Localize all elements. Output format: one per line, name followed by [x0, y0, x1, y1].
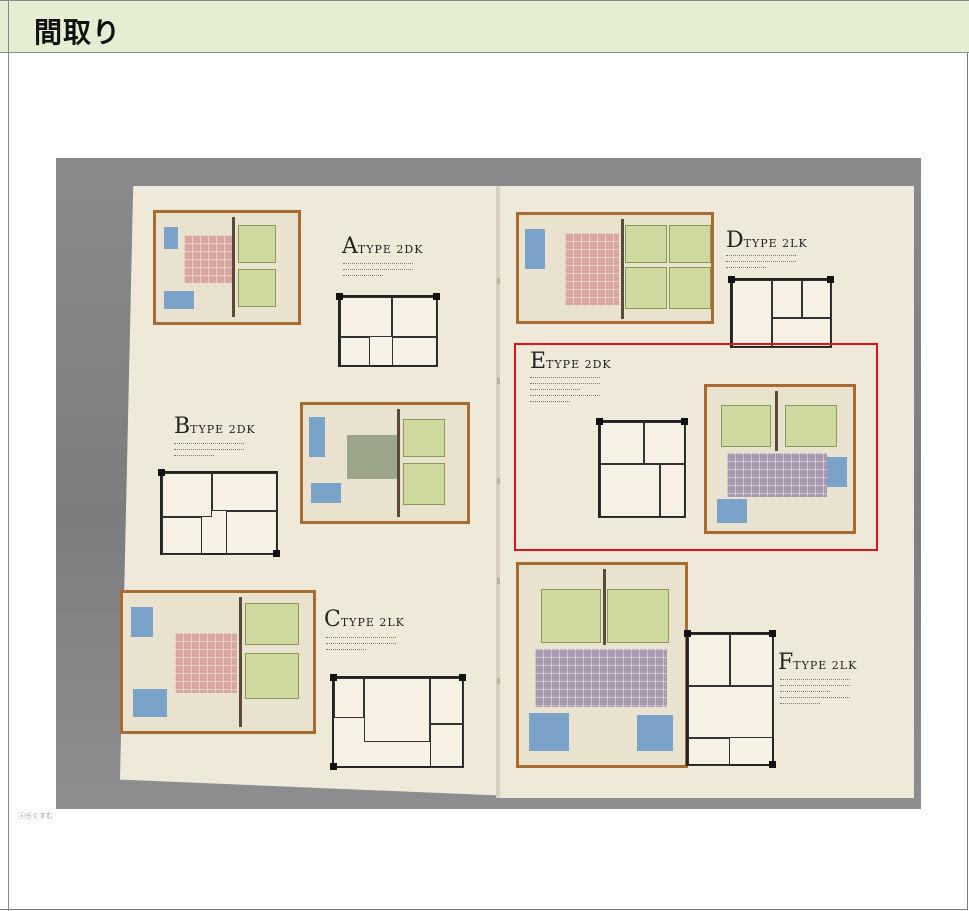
plan-e-label: ETYPE 2DK — [530, 349, 612, 374]
plan-d-isometric — [516, 212, 714, 324]
plan-f-isometric — [516, 562, 688, 768]
plan-c-isometric — [120, 590, 316, 734]
plan-d-floorplan — [728, 276, 834, 348]
plan-c-floorplan — [330, 674, 466, 770]
plan-f-specs — [780, 674, 850, 704]
plan-c-label: CTYPE 2LK — [324, 607, 405, 632]
plan-a-letter: A — [342, 234, 358, 259]
staple — [497, 278, 500, 284]
brochure-spine — [496, 186, 500, 798]
staple — [497, 578, 500, 584]
section-header: 間取り — [0, 0, 969, 53]
plan-b-letter: B — [174, 414, 191, 439]
plan-b-floorplan — [158, 469, 280, 557]
staple — [497, 378, 500, 384]
plan-d-type: TYPE 2LK — [743, 237, 808, 250]
plan-e-isometric — [704, 384, 856, 534]
plan-b-type: TYPE 2DK — [190, 423, 256, 436]
plan-e-highlight — [514, 343, 878, 551]
photo-credit: ⓐらくすむ — [18, 812, 53, 820]
plan-f-letter: F — [778, 650, 794, 675]
plan-e-type: TYPE 2DK — [546, 358, 612, 371]
staple — [497, 478, 500, 484]
plan-f-floorplan — [684, 630, 776, 768]
plan-b-label: BTYPE 2DK — [174, 414, 256, 439]
staple — [497, 678, 500, 684]
plan-c-type: TYPE 2LK — [340, 616, 405, 629]
plan-d-letter: D — [726, 228, 744, 253]
plan-f-label: FTYPE 2LK — [778, 650, 857, 675]
plan-d-specs — [726, 250, 796, 268]
plan-a-specs — [343, 258, 413, 276]
plan-a-floorplan — [336, 293, 440, 367]
plan-f-type: TYPE 2LK — [793, 659, 858, 672]
left-rule — [8, 53, 9, 911]
plan-a-type: TYPE 2DK — [357, 243, 424, 256]
section-title: 間取り — [34, 16, 122, 49]
plan-a-label: ATYPE 2DK — [342, 234, 423, 259]
plan-b-specs — [174, 438, 244, 456]
plan-e-floorplan — [596, 418, 688, 518]
plan-e-letter: E — [530, 349, 547, 374]
brochure-photo: ATYPE 2DK BTYPE 2DK CTYPE 2LK — [56, 158, 921, 809]
plan-d-label: DTYPE 2LK — [726, 228, 808, 253]
plan-a-isometric — [153, 210, 301, 325]
plan-c-specs — [326, 632, 396, 650]
plan-e-specs — [530, 372, 600, 402]
plan-b-isometric — [300, 402, 470, 524]
header-divider — [8, 1, 9, 53]
plan-c-letter: C — [324, 607, 341, 632]
